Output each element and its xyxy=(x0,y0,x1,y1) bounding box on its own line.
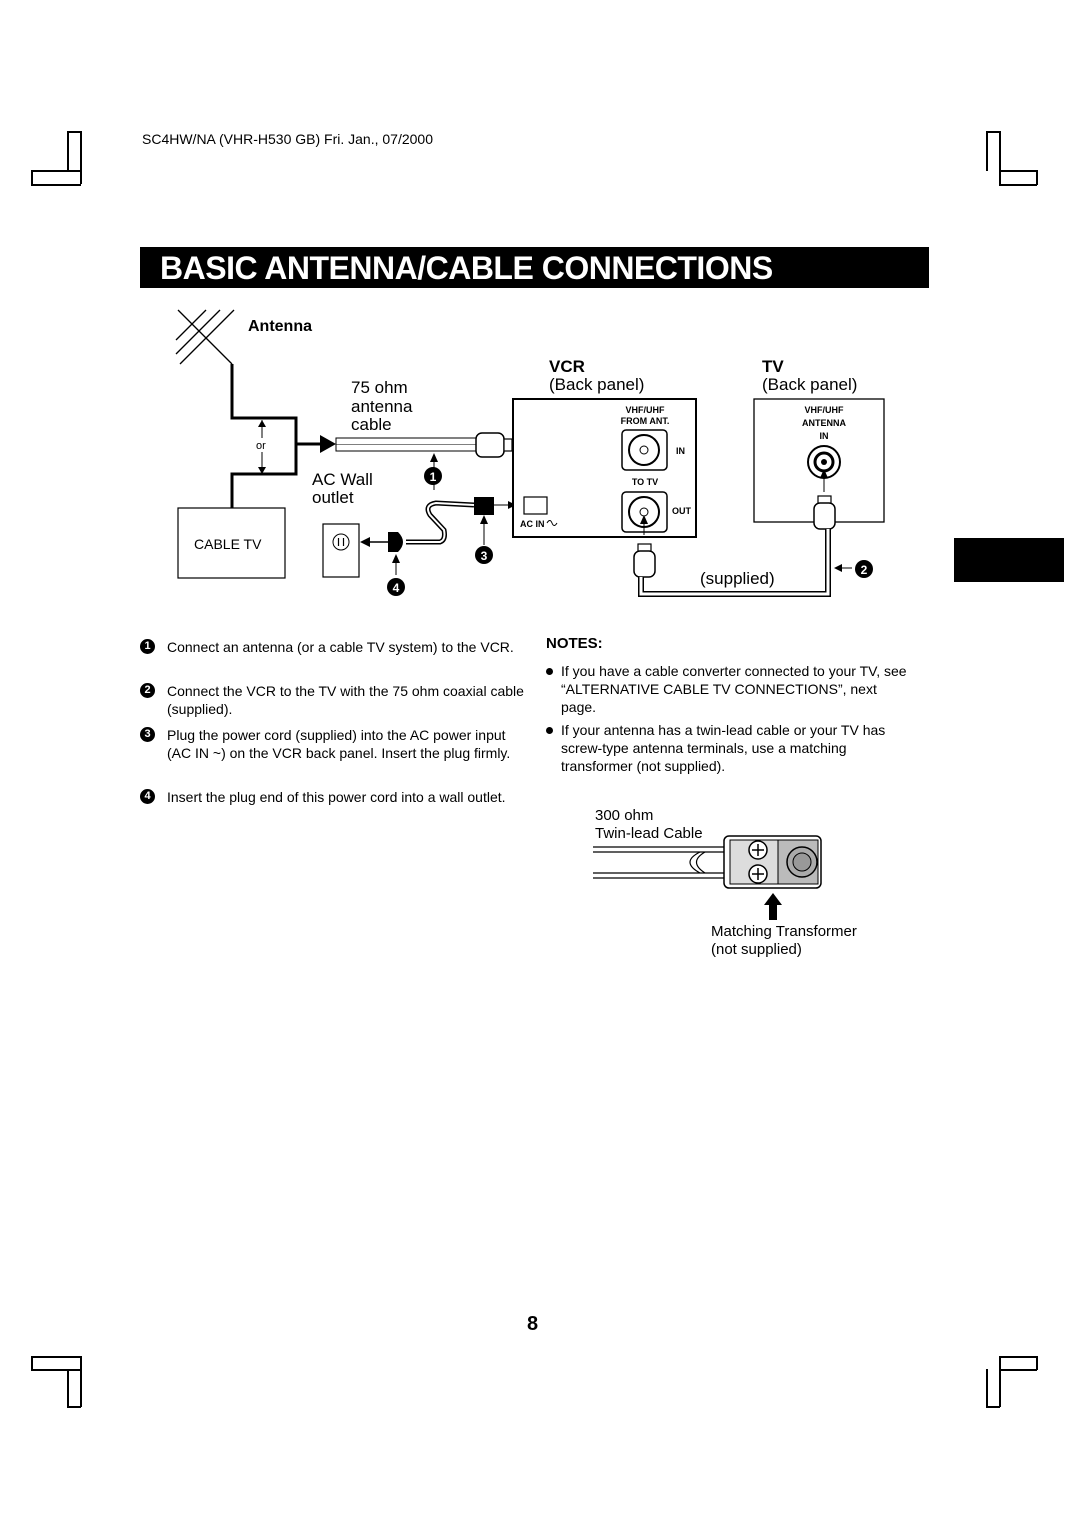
step-3-number: 3 xyxy=(140,727,155,742)
vcr-in-label: IN xyxy=(676,446,685,456)
svg-text:1: 1 xyxy=(430,470,437,484)
crop-mark-bottom-right-v xyxy=(1036,1356,1038,1370)
svg-text:4: 4 xyxy=(393,581,400,595)
crop-mark-top-right-v3 xyxy=(999,131,1001,184)
cable-label-3: cable xyxy=(351,415,392,434)
vcr-title: VCR xyxy=(549,357,585,376)
svg-text:2: 2 xyxy=(861,563,868,577)
arrow-up-icon xyxy=(764,893,782,920)
svg-text:3: 3 xyxy=(481,549,488,563)
tv-vhf-label-2: ANTENNA xyxy=(802,418,846,428)
cable-label-2: antenna xyxy=(351,397,413,416)
supplied-label: (supplied) xyxy=(700,569,775,588)
matching-transformer-icon xyxy=(723,835,822,889)
bullet-icon xyxy=(546,668,553,675)
ac-symbol-icon xyxy=(546,520,558,526)
ac-wall-label-2: outlet xyxy=(312,488,354,507)
step-1-text: Connect an antenna (or a cable TV system… xyxy=(167,639,514,655)
tv-vhf-label-3: IN xyxy=(820,431,829,441)
crop-mark-bottom-left-h xyxy=(31,1356,81,1358)
step-4: 4 Insert the plug end of this power cord… xyxy=(140,788,520,824)
cable-label-1: 75 ohm xyxy=(351,378,408,397)
tv-title: TV xyxy=(762,357,784,376)
ac-wall-label-1: AC Wall xyxy=(312,470,373,489)
step-4-number: 4 xyxy=(140,789,155,804)
antenna-icon xyxy=(175,309,235,365)
crop-mark-top-right-h2 xyxy=(999,184,1037,186)
tv-vhf-label-1: VHF/UHF xyxy=(805,405,844,415)
marker-3-icon: 3 xyxy=(475,546,493,564)
vcr-vhf-label-2: FROM ANT. xyxy=(621,416,670,426)
crop-mark-bottom-left-v xyxy=(31,1356,33,1370)
antenna-label: Antenna xyxy=(248,318,312,335)
crop-mark-bottom-right-h2 xyxy=(999,1369,1037,1371)
bullet-icon xyxy=(546,727,553,734)
crop-mark-bottom-right-cap xyxy=(986,1406,1000,1408)
crop-mark-top-left-v3 xyxy=(80,131,82,184)
coax-plug-vcr-icon xyxy=(633,550,656,578)
note-item-2: If your antenna has a twin-lead cable or… xyxy=(546,721,916,775)
vcr-ac-in-label: AC IN xyxy=(520,519,545,529)
section-tab xyxy=(954,538,1064,582)
vcr-subtitle: (Back panel) xyxy=(549,375,644,394)
page-number: 8 xyxy=(527,1313,539,1335)
step-3: 3 Plug the power cord (supplied) into th… xyxy=(140,726,520,780)
document-header: SC4HW/NA (VHR-H530 GB) Fri. Jan., 07/200… xyxy=(142,131,433,147)
step-3-text: Plug the power cord (supplied) into the … xyxy=(167,727,511,761)
crop-mark-top-right-v2 xyxy=(986,131,988,171)
marker-2-icon: 2 xyxy=(855,560,873,578)
note-text-1: If you have a cable converter connected … xyxy=(561,663,907,715)
step-2: 2 Connect the VCR to the TV with the 75 … xyxy=(140,682,524,718)
connection-diagram: or CABLE TV 75 ohm antenna cable Antenna… xyxy=(175,309,885,597)
transformer-label-2: Twin-lead Cable xyxy=(595,825,703,842)
crop-mark-top-left-h2 xyxy=(31,184,81,186)
vcr-out-label: OUT xyxy=(672,506,692,516)
crop-mark-bottom-right-v3 xyxy=(999,1356,1001,1407)
crop-mark-top-right-h xyxy=(999,170,1037,172)
page-title: BASIC ANTENNA/CABLE CONNECTIONS xyxy=(160,250,773,286)
crop-mark-bottom-left-v2 xyxy=(67,1369,69,1407)
step-4-text: Insert the plug end of this power cord i… xyxy=(167,789,506,805)
title-bar: BASIC ANTENNA/CABLE CONNECTIONS xyxy=(140,247,929,288)
crop-mark-bottom-left-h2 xyxy=(31,1369,81,1371)
crop-mark-top-left-v xyxy=(31,170,33,185)
step-1: 1 Connect an antenna (or a cable TV syst… xyxy=(140,638,520,674)
crop-mark-bottom-left-cap xyxy=(67,1406,81,1408)
or-label: or xyxy=(256,440,266,452)
twin-lead-cable-icon xyxy=(593,846,746,879)
marker-4-icon: 4 xyxy=(387,578,405,596)
crop-mark-top-right-v xyxy=(1036,170,1038,185)
step-1-number: 1 xyxy=(140,639,155,654)
vcr-vhf-label-1: VHF/UHF xyxy=(626,405,665,415)
vcr-to-tv-label: TO TV xyxy=(632,477,658,487)
crop-mark-top-right-cap xyxy=(986,131,1000,133)
crop-mark-bottom-right-v2 xyxy=(986,1369,988,1407)
transformer-label-4: (not supplied) xyxy=(711,941,802,958)
power-plug-icon xyxy=(388,532,403,552)
coax-plug-icon xyxy=(475,432,505,458)
transformer-label-3: Matching Transformer xyxy=(711,923,857,940)
tv-subtitle: (Back panel) xyxy=(762,375,857,394)
note-text-2: If your antenna has a twin-lead cable or… xyxy=(561,722,886,774)
coax-plug-tv-icon xyxy=(813,502,836,530)
transformer-diagram: 300 ohm Twin-lead Cable Matching Transfo… xyxy=(593,807,857,958)
marker-1-icon: 1 xyxy=(424,467,442,485)
crop-mark-top-left-cap xyxy=(67,131,81,133)
note-item-1: If you have a cable converter connected … xyxy=(546,662,916,716)
crop-mark-top-left-v2 xyxy=(67,131,69,171)
step-2-number: 2 xyxy=(140,683,155,698)
crop-mark-bottom-left-v3 xyxy=(80,1356,82,1407)
step-2-text: Connect the VCR to the TV with the 75 oh… xyxy=(167,683,524,717)
ac-in-socket-icon xyxy=(523,496,548,515)
crop-mark-bottom-right-h xyxy=(999,1356,1037,1358)
crop-mark-top-left-h xyxy=(31,170,81,172)
cable-tv-box xyxy=(177,507,286,579)
notes-heading: NOTES: xyxy=(546,635,603,652)
cable-tv-label: CABLE TV xyxy=(194,536,262,552)
transformer-label-1: 300 ohm xyxy=(595,807,653,824)
